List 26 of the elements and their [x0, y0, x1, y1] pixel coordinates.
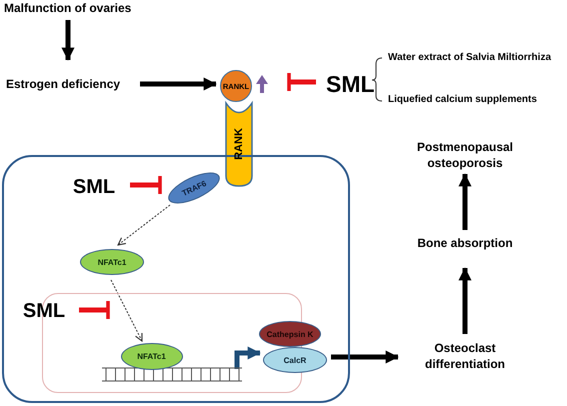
arrow — [234, 346, 261, 369]
process-label: Malfunction of ovaries — [4, 0, 154, 16]
process-label: Bone absorption — [405, 235, 525, 251]
arrow — [458, 267, 472, 334]
arrow — [140, 78, 217, 90]
protein-ellipse: CalcR — [263, 347, 327, 373]
inhibitor-label: SML — [18, 297, 70, 325]
process-label: Postmenopausal osteoporosis — [405, 139, 525, 171]
protein-ellipse: NFATc1 — [80, 249, 144, 275]
inhibitor-label: SML — [68, 173, 120, 201]
inhibition-line — [79, 301, 110, 319]
inhibitor-label: SML — [326, 70, 374, 98]
arrow — [331, 350, 399, 364]
arrow — [62, 20, 74, 61]
process-label: Estrogen deficiency — [6, 76, 136, 92]
inhibition-line — [130, 176, 162, 194]
arrow — [117, 204, 170, 246]
list-item: Liquefied calcium supplements — [388, 93, 566, 107]
inhibition-line — [287, 73, 316, 91]
arrow — [458, 173, 472, 230]
receptor-bar: RANK — [225, 100, 253, 187]
list-item: Water extract of Salvia Miltiorrhiza — [388, 51, 566, 65]
protein-ellipse: Cathepsin K — [259, 321, 321, 347]
protein-ellipse: NFATc1 — [120, 342, 182, 370]
process-label: Osteoclast differentiation — [405, 340, 525, 372]
arrow — [110, 280, 143, 342]
